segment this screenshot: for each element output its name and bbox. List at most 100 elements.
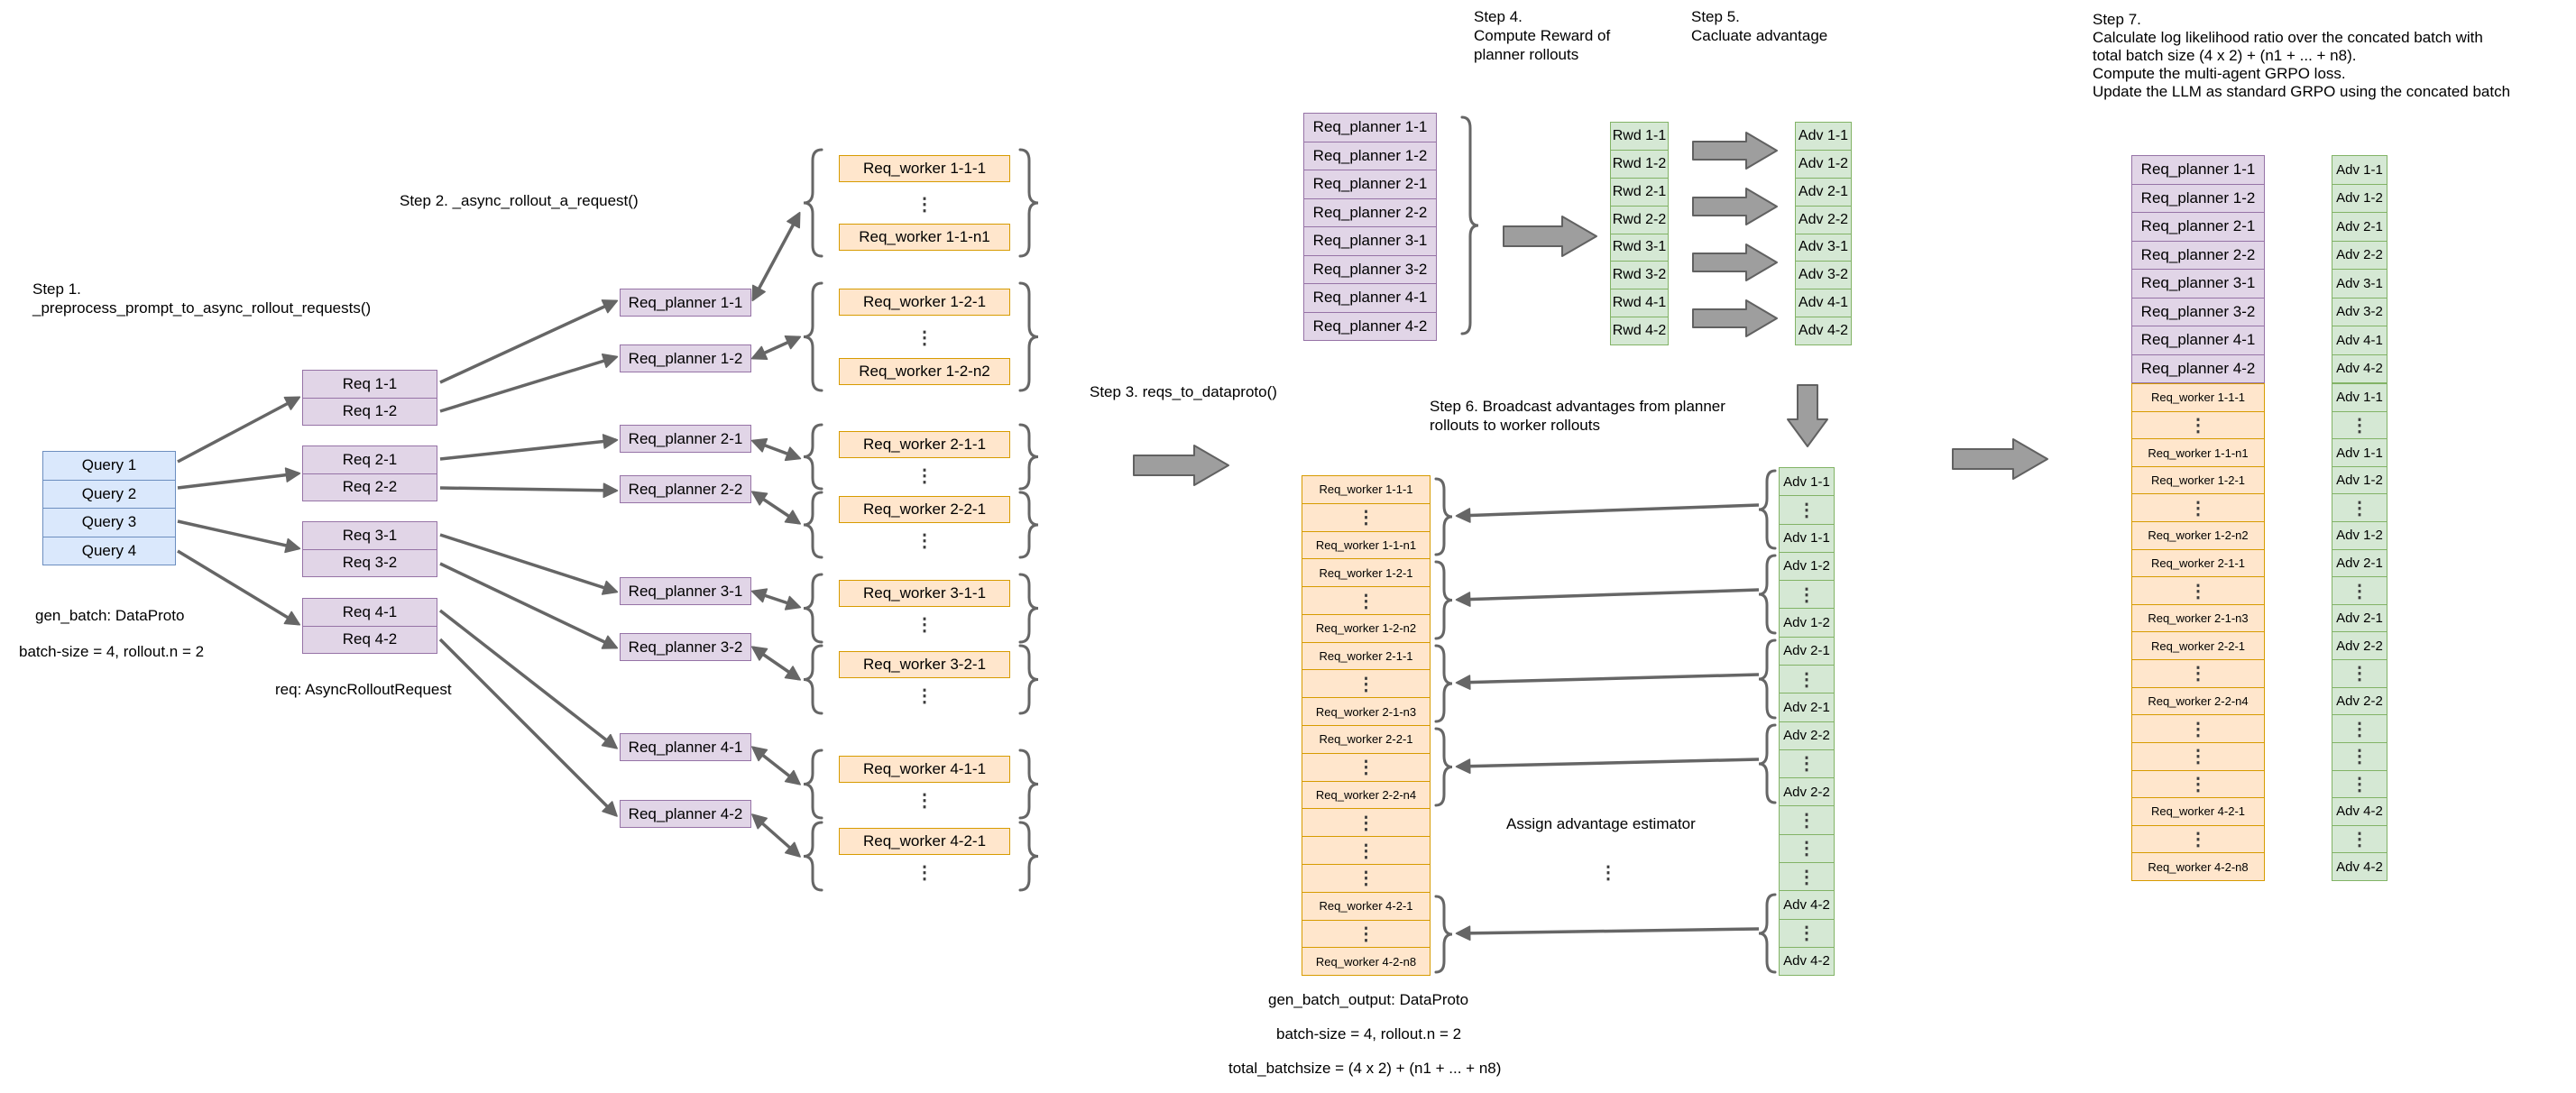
planner-batch-row: Req_planner 1-2: [1304, 141, 1436, 170]
advantage-row: Adv 2-2: [1796, 205, 1851, 234]
worker-advantage-row: Adv 4-2: [1780, 946, 1834, 975]
planner-box: Req_planner 3-1: [620, 577, 751, 605]
query-row: Query 3: [43, 508, 175, 537]
ellipsis-row: ⋮: [2132, 769, 2264, 798]
concat-adv-row: Adv 4-2: [2332, 797, 2387, 825]
concat-adv-row: Adv 1-1: [2336, 390, 2383, 406]
planner-box: Req_planner 1-1: [620, 289, 751, 317]
ellipsis-row: ⋮: [2332, 714, 2387, 742]
req-row: Req 3-2: [303, 548, 437, 577]
worker-advantage-row: Adv 2-2: [1780, 721, 1834, 749]
req-row: Req 4-2: [303, 625, 437, 654]
req-row: Req 4-1: [342, 602, 398, 620]
group-brace: [803, 821, 823, 892]
concat-adv-row: Adv 2-1: [2332, 548, 2387, 577]
group-brace: [803, 281, 823, 392]
concat-planner-row: Req_planner 1-1: [2140, 161, 2256, 179]
step-2-label: Step 2. _async_rollout_a_request(): [400, 192, 639, 209]
worker-batch-row: Req_worker 2-1-n3: [1302, 697, 1430, 725]
concat-worker-row: Req_worker 1-2-n2: [2132, 521, 2264, 549]
group-brace: [1018, 491, 1039, 559]
planner-batch-row: Req_planner 3-1: [1304, 226, 1436, 255]
ellipsis-row: ⋮: [1780, 495, 1834, 523]
ellipsis-row: ⋮: [2332, 769, 2387, 798]
advantage-row: Adv 4-2: [1796, 317, 1851, 344]
broadcast-advantage-arrow: [1455, 758, 1760, 775]
group-brace: [803, 491, 823, 559]
ellipsis-row: ⋮: [2332, 576, 2387, 604]
ellipsis-row: ⋮: [2332, 493, 2387, 521]
ellipsis-row: ⋮: [1780, 805, 1834, 833]
ellipsis-dots: ⋮: [915, 685, 934, 706]
group-brace: [803, 423, 823, 491]
ellipsis-row: ⋮: [1302, 669, 1430, 697]
req-row: Req 2-2: [303, 473, 437, 501]
concat-worker-row: Req_worker 4-2-n8: [2132, 852, 2264, 880]
ellipsis-row: ⋮: [1302, 808, 1430, 836]
query-row: Query 1: [81, 456, 137, 474]
concat-worker-row: Req_worker 1-1-n1: [2132, 438, 2264, 466]
broadcast-advantage-arrow: [1455, 925, 1760, 941]
req-to-planner-arrow: [439, 299, 619, 384]
req-to-planner-arrow: [439, 533, 619, 595]
concat-adv-row: Adv 3-2: [2332, 297, 2387, 326]
step-6-label: Step 6. Broadcast advantages from planne…: [1430, 398, 1725, 434]
concat-adv-row: Adv 1-2: [2332, 465, 2387, 494]
advantage-row: Adv 4-1: [1796, 289, 1851, 317]
planner-worker-arrow: [751, 813, 801, 858]
ellipsis-row: ⋮: [2132, 659, 2264, 687]
ellipsis-row: ⋮: [1780, 749, 1834, 777]
planner-batch-row: Req_planner 1-1: [1312, 118, 1428, 136]
req-row: Req 1-1: [342, 374, 398, 392]
worker-box: Req_worker 2-2-1: [839, 496, 1010, 523]
worker-batch-row: Req_worker 1-1-n1: [1302, 530, 1430, 559]
gen-batch-label: gen_batch: DataProto: [35, 607, 185, 624]
group-brace: [1434, 477, 1453, 556]
planner-batch-row: Req_planner 2-2: [1304, 197, 1436, 227]
ellipsis-dots: ⋮: [915, 327, 934, 348]
ellipsis-row: ⋮: [2332, 824, 2387, 853]
ellipsis-dots: ⋮: [1599, 862, 1617, 883]
group-brace: [1018, 821, 1039, 892]
planner-worker-arrow: [751, 211, 801, 302]
planner-worker-arrow: [750, 588, 802, 611]
group-brace: [1434, 895, 1453, 974]
req-type-label: req: AsyncRolloutRequest: [275, 681, 452, 698]
ellipsis-row: ⋮: [1780, 580, 1834, 608]
ellipsis-row: ⋮: [1780, 664, 1834, 693]
worker-batch-row: Req_worker 4-2-1: [1302, 891, 1430, 920]
concat-planner-row: Req_planner 2-1: [2132, 212, 2264, 241]
concat-block-arrow: [1952, 438, 2048, 480]
advantage-row: Adv 1-1: [1798, 127, 1849, 143]
worker-batch-row: Req_worker 4-2-n8: [1302, 947, 1430, 975]
concat-planner-row: Req_planner 1-2: [2132, 183, 2264, 213]
ellipsis-row: ⋮: [2132, 410, 2264, 439]
concat-worker-row: Req_worker 1-1-1: [2150, 390, 2246, 405]
group-brace: [803, 644, 823, 715]
planner-batch-row: Req_planner 2-1: [1304, 170, 1436, 198]
broadcast-advantage-arrow: [1455, 503, 1760, 523]
planner-batch-row: Req_planner 4-2: [1304, 311, 1436, 341]
concat-adv-row: Adv 1-2: [2332, 521, 2387, 549]
worker-advantage-row: Adv 1-2: [1780, 551, 1834, 580]
advantage-row: Adv 1-2: [1796, 149, 1851, 178]
group-brace: [1018, 281, 1039, 392]
planner-box: Req_planner 4-2: [620, 800, 751, 828]
ellipsis-dots: ⋮: [915, 862, 934, 883]
group-brace: [1018, 423, 1039, 491]
step-4-label: Step 4. Compute Reward of planner rollou…: [1474, 8, 1611, 63]
concat-planner-row: Req_planner 3-1: [2132, 269, 2264, 298]
concat-adv-row: Adv 4-2: [2332, 852, 2387, 880]
group-brace: [1758, 554, 1777, 635]
ellipsis-dots: ⋮: [915, 530, 934, 551]
planner-worker-arrow: [750, 437, 802, 462]
ellipsis-row: ⋮: [1780, 861, 1834, 890]
worker-box: Req_worker 4-1-1: [839, 756, 1010, 783]
ellipsis-dots: ⋮: [915, 194, 934, 215]
